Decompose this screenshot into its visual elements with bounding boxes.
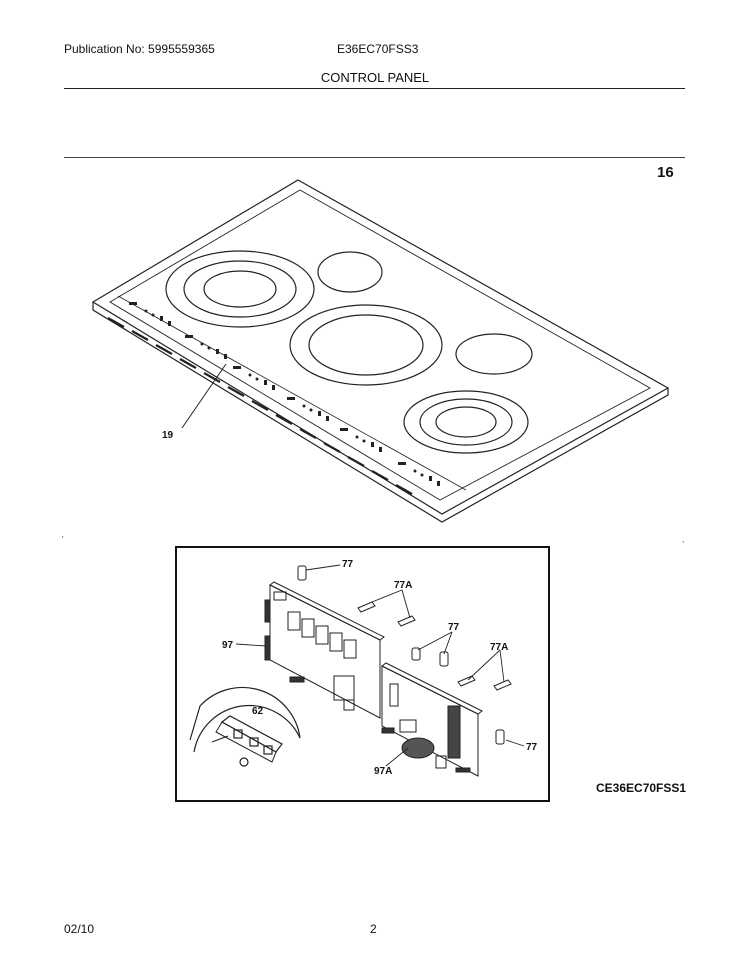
cooktop-front-edge [92,302,669,523]
callout-97a: 97A [374,766,392,777]
leader-19 [181,363,227,429]
callout-62: 62 [252,706,264,717]
standoff-77-mid-2 [411,647,421,661]
stray-mark-right: , [682,535,684,544]
standoff-77-mid [439,651,449,667]
control-cluster-5 [340,428,382,452]
burner-center-rear [317,251,383,293]
detail-leaders [235,564,525,767]
cooktop-assembly [91,179,670,523]
front-edge-slots [107,317,413,495]
footer-page: 2 [370,922,377,936]
standoff-77-top [297,565,307,581]
main-control-board [264,581,385,719]
control-cluster-4 [287,397,329,421]
figure-top-rule [64,157,685,158]
section-title: CONTROL PANEL [320,70,430,85]
stray-mark-left: ' [62,535,64,544]
footer-date: 02/10 [64,922,95,936]
callout-77-mid: 77 [448,622,460,633]
model-number: E36EC70FSS3 [337,42,419,56]
bracket-detail-circle [189,686,301,767]
burner-left-rear [165,250,315,328]
standoffs-and-screws [297,565,512,745]
screw-77a-4 [493,679,512,691]
control-cluster-6 [398,462,440,486]
control-key-clusters [129,302,440,486]
control-cluster-2 [185,335,227,359]
cooktop-glass-outer [91,179,670,515]
screw-77a-2 [397,615,416,627]
callout-97: 97 [222,640,234,651]
figure-number: 16 [657,164,674,181]
burner-right-front [403,390,529,454]
header-rule [64,88,685,89]
callout-77-low: 77 [526,742,538,753]
callout-77a-mid: 77A [490,642,508,653]
diagram-code: CE36EC70FSS1 [596,781,687,795]
control-strip-line [117,295,467,491]
callout-77a-top: 77A [394,580,412,591]
publication-number: Publication No: 5995559365 [64,42,215,56]
electronics-detail-box [175,546,550,802]
cooktop-glass-inner [109,189,651,501]
burner-center-large [289,304,443,386]
standoff-77-low [495,729,505,745]
screw-77a-1 [357,601,376,613]
secondary-control-board [381,662,483,777]
control-cluster-3 [233,366,275,390]
callout-19: 19 [162,430,174,441]
burner-right-rear [455,333,533,375]
callout-77-top: 77 [342,559,354,570]
screw-77a-3 [457,675,476,687]
control-cluster-1 [129,302,171,326]
